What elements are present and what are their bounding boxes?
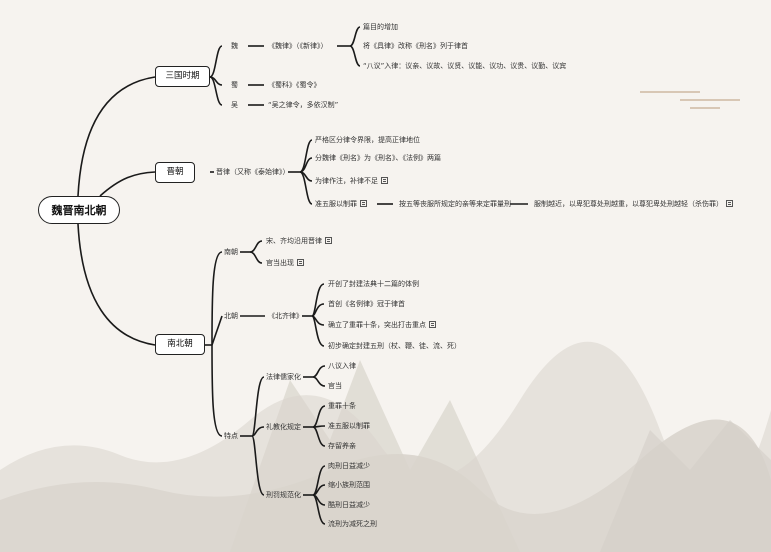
topic-shu-law[interactable]: 《蜀科》《蜀令》 [268, 81, 321, 89]
south-item-2-label: 官当出现 [266, 259, 294, 267]
note-icon[interactable] [297, 259, 304, 266]
north-item-3-label: 确立了重罪十条，突出打击重点 [328, 321, 426, 329]
lijiao-item-1[interactable]: 重罪十条 [328, 402, 356, 410]
note-icon[interactable] [325, 237, 332, 244]
topic-jin-law[interactable]: 晋律（又称《泰始律》） [216, 168, 290, 176]
jin-item-4-label: 准五服以制罪 [315, 200, 357, 208]
ruhua-item-2[interactable]: 官当 [328, 382, 342, 390]
lijiao-item-2[interactable]: 准五服以制罪 [328, 422, 370, 430]
branch-nanbei[interactable]: 南北朝 [155, 334, 205, 355]
north-item-4[interactable]: 初步确定封建五刑（杖、鞭、徒、流、死） [328, 342, 461, 350]
feature-lijiao[interactable]: 礼教化规定 [266, 423, 301, 431]
feature-guifan[interactable]: 刑罚规范化 [266, 491, 301, 499]
jin-item-1[interactable]: 严格区分律令界限，提高正律地位 [315, 136, 420, 144]
jin-item-2[interactable]: 分魏律《刑名》为《刑名》、《法例》两篇 [315, 154, 441, 162]
guifan-item-1[interactable]: 肉刑日益减少 [328, 462, 370, 470]
topic-wei-law[interactable]: 《魏律》（《新律》） [268, 42, 328, 50]
wei-item-1[interactable]: 篇目的增加 [363, 23, 398, 31]
guifan-item-2[interactable]: 缩小族刑范围 [328, 481, 370, 489]
north-item-3[interactable]: 确立了重罪十条，突出打击重点 [328, 320, 436, 330]
ruhua-item-1[interactable]: 八议入律 [328, 362, 356, 370]
jin-item-3-label: 为律作注，补律不足 [315, 177, 378, 185]
jin-item-4[interactable]: 准五服以制罪 [315, 199, 367, 209]
note-icon[interactable] [726, 200, 733, 207]
note-icon[interactable] [381, 177, 388, 184]
north-item-1[interactable]: 开创了封建法典十二篇的体例 [328, 280, 419, 288]
note-icon[interactable] [429, 321, 436, 328]
wufu-rule-label: 服制越近，以卑犯尊处刑越重，以尊犯卑处刑越轻（杀伤罪） [534, 200, 723, 208]
guifan-item-4[interactable]: 流刑为减死之刑 [328, 520, 377, 528]
wei-item-2[interactable]: 将《具律》改称《刑名》列于律首 [363, 42, 468, 50]
guifan-item-3[interactable]: 酷刑日益减少 [328, 501, 370, 509]
topic-wu-law[interactable]: “吴之律令，多依汉制” [268, 101, 339, 109]
topic-features[interactable]: 特点 [224, 432, 238, 440]
lijiao-item-3[interactable]: 存留养亲 [328, 442, 356, 450]
feature-ruhua[interactable]: 法律儒家化 [266, 373, 301, 381]
root-topic[interactable]: 魏晋南北朝 [38, 196, 120, 224]
topic-north-law[interactable]: 《北齐律》 [268, 312, 303, 320]
topic-wei[interactable]: 魏 [231, 42, 238, 50]
topic-wu[interactable]: 吴 [231, 101, 238, 109]
jin-item-3[interactable]: 为律作注，补律不足 [315, 176, 388, 186]
branch-jin[interactable]: 晋朝 [155, 162, 195, 183]
south-item-1-label: 宋、齐均沿用晋律 [266, 237, 322, 245]
topic-shu[interactable]: 蜀 [231, 81, 238, 89]
topic-north[interactable]: 北朝 [224, 312, 238, 320]
branch-sanguo[interactable]: 三国时期 [155, 66, 210, 87]
south-item-2[interactable]: 官当出现 [266, 258, 304, 268]
wufu-definition[interactable]: 按五等丧服所规定的亲等来定罪量刑 [399, 200, 511, 208]
note-icon[interactable] [360, 200, 367, 207]
wufu-rule[interactable]: 服制越近，以卑犯尊处刑越重，以尊犯卑处刑越轻（杀伤罪） [534, 199, 733, 209]
topic-south[interactable]: 南朝 [224, 248, 238, 256]
south-item-1[interactable]: 宋、齐均沿用晋律 [266, 236, 332, 246]
wei-item-3[interactable]: “八议”入律：议亲、议故、议贤、议能、议功、议贵、议勤、议宾 [363, 62, 567, 70]
north-item-2[interactable]: 首创《名例律》冠于律首 [328, 300, 405, 308]
